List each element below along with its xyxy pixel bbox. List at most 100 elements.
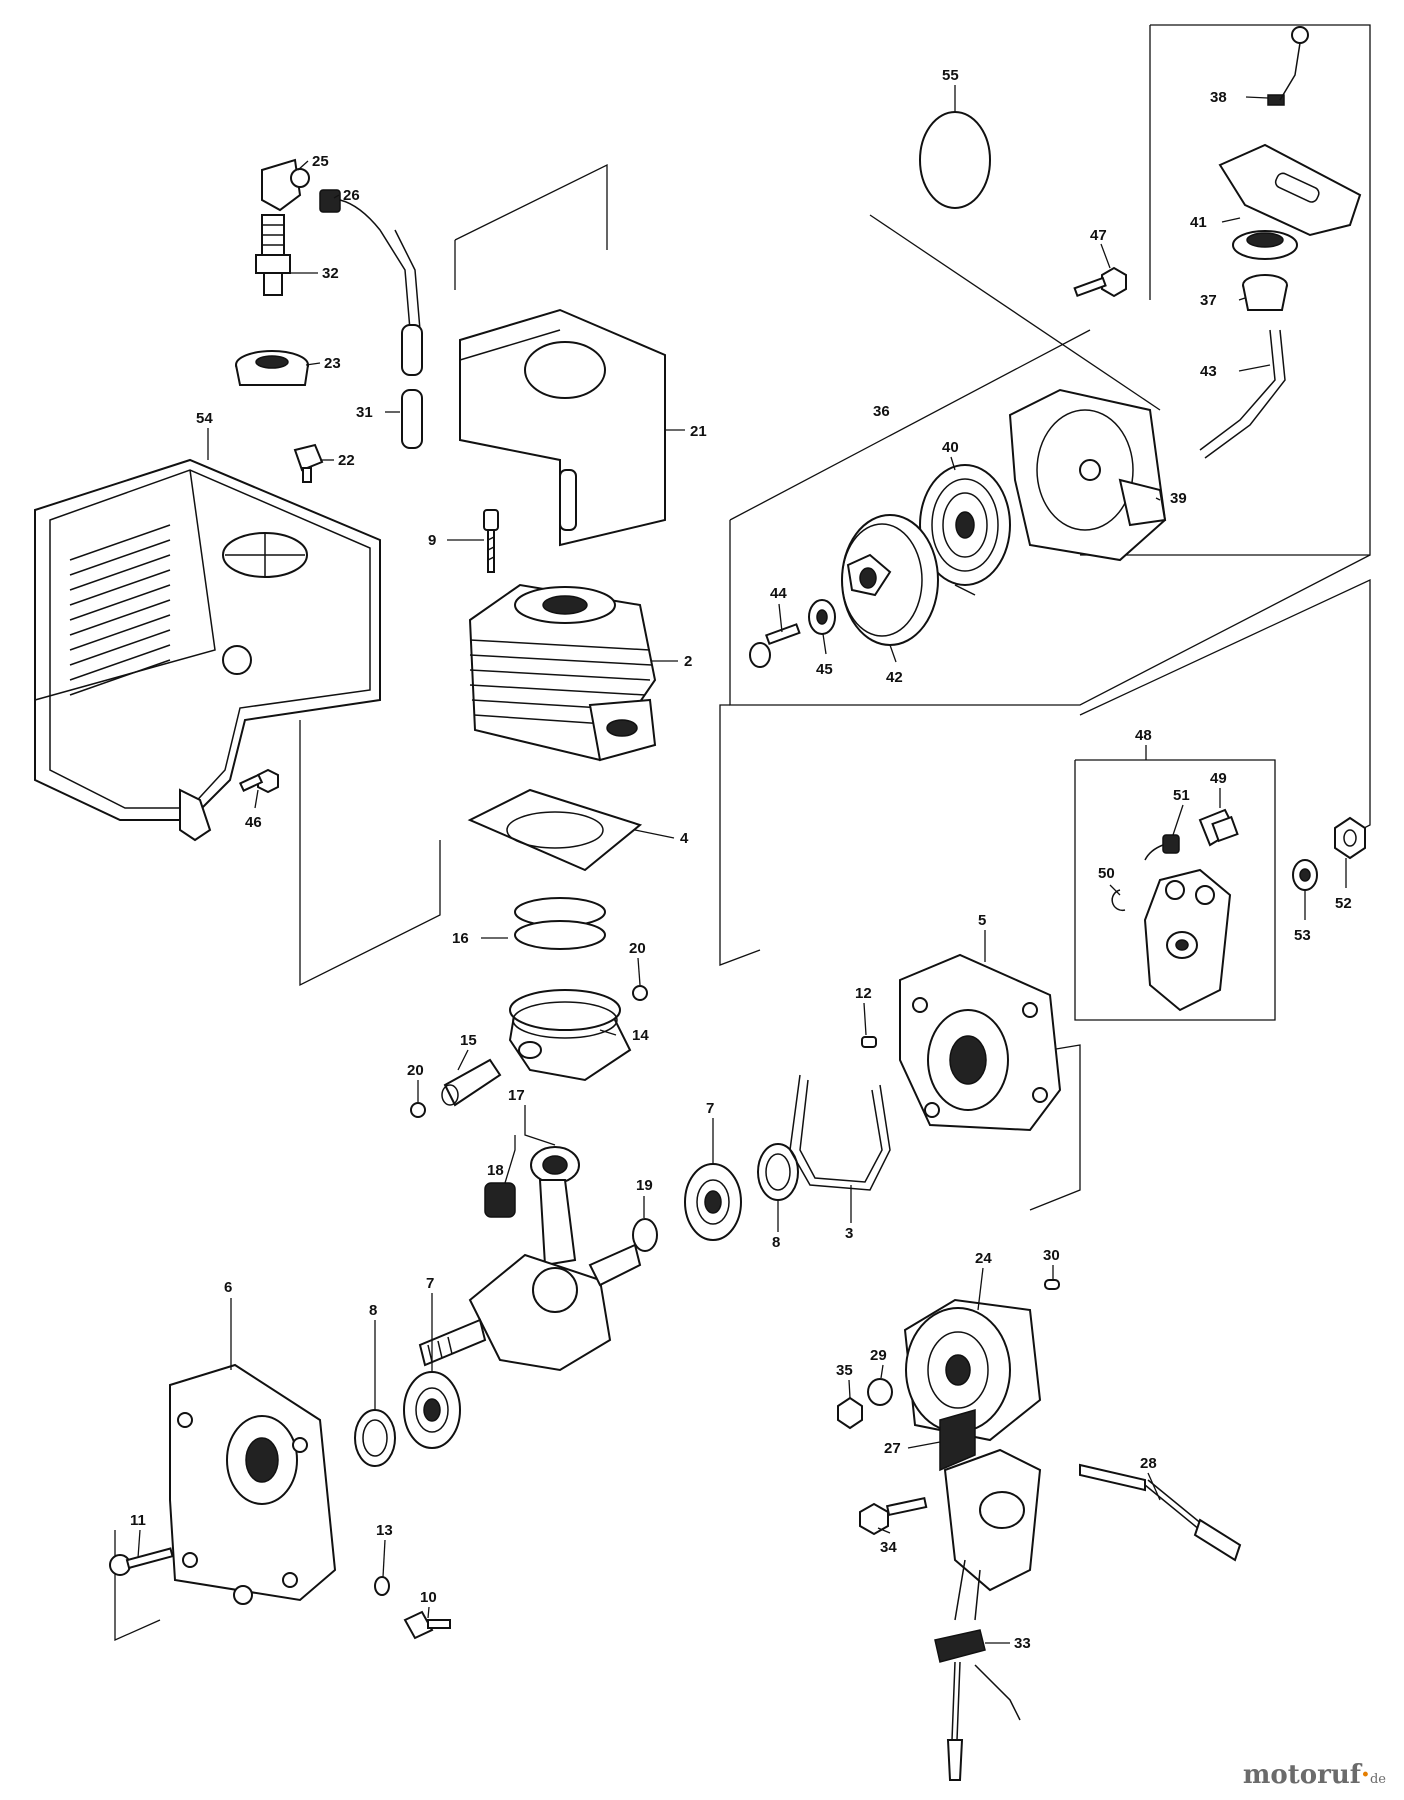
part-4-cylinder-gasket [467, 788, 643, 872]
part-44-screw [749, 623, 801, 668]
label-47: 47 [1090, 227, 1107, 244]
label-42: 42 [886, 669, 903, 686]
leader-lines [137, 85, 1347, 1644]
label-32: 32 [322, 265, 339, 282]
label-41: 41 [1190, 214, 1207, 231]
part-11-screw [109, 1547, 174, 1576]
crankshaft [418, 1243, 642, 1372]
part-54-fan-shroud [34, 458, 381, 842]
label-38: 38 [1210, 89, 1227, 106]
label-43: 43 [1200, 363, 1217, 380]
part-49-ratchet-pawl [1198, 808, 1239, 847]
part-19-washer [632, 1218, 658, 1252]
label-29: 29 [870, 1347, 887, 1364]
part-8-oil-seal-left [354, 1409, 396, 1467]
label-7a: 7 [706, 1100, 714, 1117]
label-46: 46 [245, 814, 262, 831]
part-30-woodruff-key [1044, 1279, 1060, 1290]
part-51-spring [1144, 834, 1180, 861]
part-39-starter-case [1008, 388, 1167, 562]
part-12-pin [861, 1036, 877, 1048]
part-10-screw [403, 1610, 451, 1640]
label-2: 2 [684, 653, 692, 670]
part-48-ratchet [1143, 868, 1232, 1012]
part-40-recoil-spring [919, 464, 1011, 596]
label-54: 54 [196, 410, 213, 427]
watermark-tld: de [1369, 1772, 1386, 1787]
label-15: 15 [460, 1032, 477, 1049]
part-45-washer [808, 599, 836, 635]
label-27: 27 [884, 1440, 901, 1457]
part-15-piston-pin [441, 1058, 502, 1107]
part-20-circlip-b [410, 1102, 426, 1118]
label-30: 30 [1043, 1247, 1060, 1264]
label-44: 44 [770, 585, 787, 602]
part-23-cap [235, 350, 309, 386]
part-35-nut [837, 1396, 863, 1430]
part-32-spark-plug [255, 214, 291, 296]
part-46-screw [238, 768, 279, 794]
label-10: 10 [420, 1589, 437, 1606]
label-28: 28 [1140, 1455, 1157, 1472]
label-22: 22 [338, 452, 355, 469]
label-17: 17 [508, 1087, 525, 1104]
part-2-cylinder [468, 583, 657, 762]
label-39: 39 [1170, 490, 1187, 507]
label-51: 51 [1173, 787, 1190, 804]
part-13-washer [374, 1576, 390, 1596]
part-18-needle-bearing [484, 1182, 516, 1218]
label-8b: 8 [369, 1302, 377, 1319]
part-7-bearing-right [684, 1163, 742, 1241]
part-52-nut [1334, 816, 1366, 860]
label-18: 18 [487, 1162, 504, 1179]
label-11: 11 [130, 1512, 146, 1529]
part-41-starter-handle [1218, 143, 1362, 260]
label-6: 6 [224, 1279, 232, 1296]
label-24: 24 [975, 1250, 992, 1267]
part-14-piston [508, 989, 632, 1082]
label-35: 35 [836, 1362, 853, 1379]
part-25-plug-cap [261, 158, 310, 212]
part-26-spring [319, 189, 421, 331]
label-13: 13 [376, 1522, 393, 1539]
part-34-screw [859, 1497, 928, 1536]
part-55-disc [919, 111, 991, 209]
label-20b: 20 [407, 1062, 424, 1079]
label-3: 3 [845, 1225, 853, 1242]
label-40: 40 [942, 439, 959, 456]
watermark-dot: · [1360, 1760, 1370, 1790]
label-36: 36 [873, 403, 890, 420]
label-45: 45 [816, 661, 833, 678]
label-31: 31 [356, 404, 373, 421]
label-8a: 8 [772, 1234, 780, 1251]
watermark-text: motoruf [1242, 1760, 1361, 1790]
part-33-terminal [934, 1629, 1021, 1781]
label-34: 34 [880, 1539, 897, 1556]
label-5: 5 [978, 912, 986, 929]
label-14: 14 [632, 1027, 649, 1044]
label-19: 19 [636, 1177, 653, 1194]
part-17-connecting-rod [530, 1146, 580, 1267]
part-7-bearing-left [403, 1371, 461, 1449]
label-23: 23 [324, 355, 341, 372]
label-26: 26 [343, 187, 360, 204]
part-37-bushing [1242, 274, 1288, 311]
label-20a: 20 [629, 940, 646, 957]
label-52: 52 [1335, 895, 1352, 912]
label-21: 21 [690, 423, 707, 440]
label-16: 16 [452, 930, 469, 947]
group-bracket-lines [114, 24, 1371, 1642]
label-12: 12 [855, 985, 872, 1002]
label-48: 48 [1135, 727, 1152, 744]
part-27-ignition-coil [939, 1409, 1042, 1621]
label-33: 33 [1014, 1635, 1031, 1652]
part-3-crankcase-gasket [789, 1074, 891, 1191]
label-53: 53 [1294, 927, 1311, 944]
part-9-cylinder-bolt [483, 509, 499, 573]
label-9: 9 [428, 532, 436, 549]
part-16-piston-rings [514, 897, 606, 950]
part-21-cylinder-cover [459, 308, 666, 547]
part-5-crankcase-right [899, 953, 1062, 1132]
part-42-pulley [841, 514, 939, 646]
part-53-washer [1292, 859, 1318, 891]
